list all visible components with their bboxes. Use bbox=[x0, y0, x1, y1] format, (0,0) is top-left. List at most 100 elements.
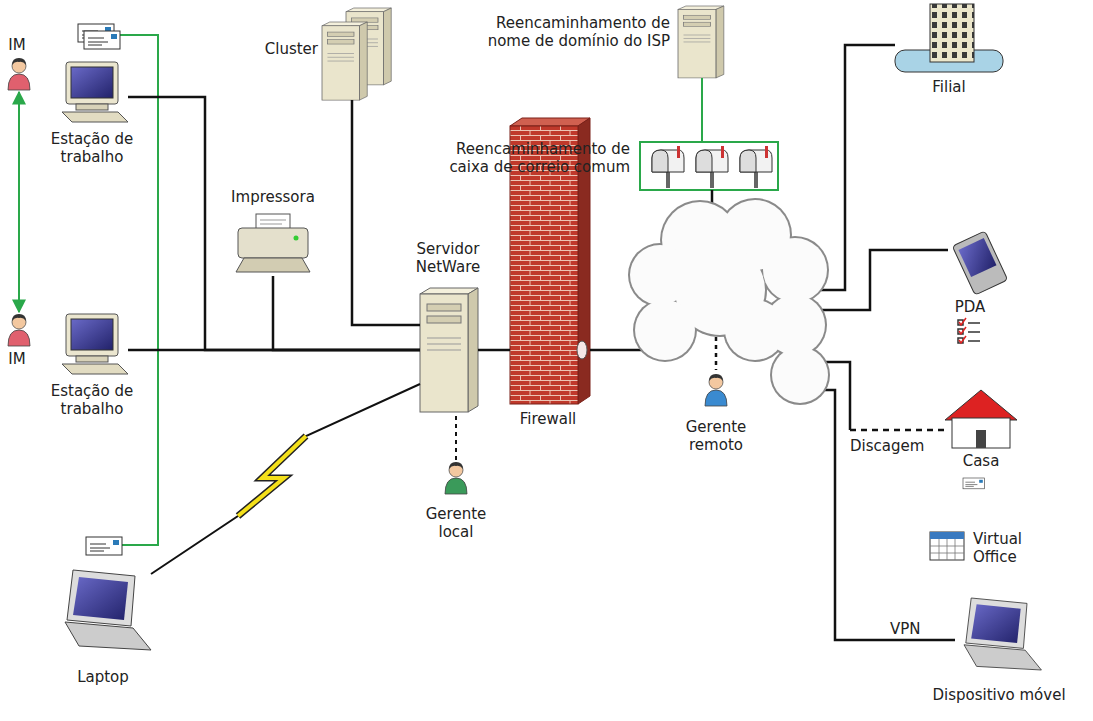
svg-use bbox=[740, 146, 772, 188]
svg-g bbox=[958, 318, 980, 343]
svg-path bbox=[959, 318, 966, 325]
svg-path bbox=[930, 539, 964, 560]
connector bbox=[273, 276, 420, 350]
svg-use bbox=[420, 288, 478, 412]
workstation: Estação de trabalho bbox=[58, 62, 128, 124]
connector bbox=[128, 97, 420, 350]
svg-g bbox=[952, 231, 1007, 295]
svg-use bbox=[963, 478, 985, 489]
svg-g bbox=[420, 288, 478, 412]
netware-server: Servidor NetWare bbox=[420, 288, 478, 412]
node-label: Dispositivo móvel bbox=[914, 686, 1084, 704]
connector-line bbox=[352, 100, 420, 325]
isp-server: Reencaminhamento de nome de domínio do I… bbox=[678, 6, 724, 78]
connector bbox=[352, 100, 420, 325]
svg-use bbox=[62, 314, 128, 374]
connector bbox=[456, 412, 457, 460]
svg-use bbox=[705, 374, 727, 406]
mailbox-group: Reencaminhamento de caixa de correio com… bbox=[640, 142, 778, 190]
connector-line bbox=[18, 92, 20, 312]
svg-circle bbox=[772, 347, 828, 403]
svg-use bbox=[678, 6, 724, 78]
connector-line bbox=[128, 97, 420, 350]
svg-g bbox=[590, 45, 955, 640]
branch-building: Filial bbox=[895, 4, 1003, 74]
connector-line bbox=[701, 78, 703, 142]
lightning-outline bbox=[238, 436, 306, 516]
annotation-label: Virtual Office bbox=[973, 530, 1053, 566]
svg-use bbox=[84, 31, 120, 49]
node-label: Gerente remoto bbox=[671, 418, 761, 454]
svg-use bbox=[696, 146, 728, 188]
node-label: Servidor NetWare bbox=[398, 240, 498, 276]
svg-rect bbox=[952, 418, 1010, 448]
connector-line bbox=[273, 276, 420, 350]
person-icon: IM bbox=[6, 312, 32, 348]
svg-g bbox=[628, 198, 830, 405]
svg-rect bbox=[640, 142, 778, 190]
svg-g bbox=[630, 200, 828, 403]
node-label: Casa bbox=[941, 452, 1021, 470]
svg-polyline bbox=[818, 45, 895, 290]
svg-use bbox=[445, 462, 467, 494]
node-label: Cluster bbox=[218, 40, 318, 58]
node-label: Estação de trabalho bbox=[42, 382, 142, 418]
connector bbox=[19, 92, 20, 312]
manager-icon: Gerente remoto bbox=[703, 372, 729, 408]
node-label: Reencaminhamento de caixa de correio com… bbox=[430, 140, 630, 176]
connector-line bbox=[478, 349, 510, 352]
svg-rect bbox=[952, 231, 1007, 295]
svg-polyline bbox=[819, 250, 948, 310]
node-label: IM bbox=[2, 350, 32, 368]
svg-g bbox=[964, 598, 1041, 670]
svg-rect bbox=[958, 238, 996, 277]
svg-use bbox=[86, 537, 122, 555]
node-label: Gerente local bbox=[411, 505, 501, 541]
node-label: IM bbox=[2, 36, 32, 54]
laptop: Laptop bbox=[55, 570, 151, 660]
annotation-label: VPN bbox=[890, 620, 940, 638]
svg-use bbox=[8, 314, 30, 346]
person-icon: IM bbox=[6, 56, 32, 92]
connector bbox=[478, 350, 510, 351]
svg-path bbox=[968, 340, 980, 342]
node-label: PDA bbox=[930, 298, 1010, 316]
svg-circle bbox=[294, 236, 299, 241]
svg-rect bbox=[930, 532, 964, 539]
node-label: Firewall bbox=[498, 410, 598, 428]
home: Casa bbox=[945, 390, 1017, 448]
printer: Impressora bbox=[234, 214, 312, 276]
mobile-device: Dispositivo móvel bbox=[955, 596, 1043, 680]
node-label: Estação de trabalho bbox=[42, 130, 142, 166]
svg-circle bbox=[770, 345, 830, 405]
node-label: Impressora bbox=[218, 188, 328, 206]
svg-polyline bbox=[850, 429, 945, 432]
svg-polygon bbox=[510, 118, 590, 126]
connector bbox=[702, 78, 703, 142]
svg-path bbox=[959, 336, 966, 343]
connector bbox=[151, 384, 420, 574]
connector-line bbox=[455, 412, 457, 460]
svg-g bbox=[236, 214, 310, 272]
svg-polyline bbox=[715, 337, 718, 370]
annotation-label: Discagem bbox=[850, 437, 950, 455]
svg-polygon bbox=[236, 258, 310, 272]
node-label: Laptop bbox=[53, 668, 153, 686]
svg-path bbox=[959, 327, 966, 334]
svg-path bbox=[968, 322, 980, 324]
svg-rect bbox=[976, 430, 986, 448]
node-label: Filial bbox=[909, 78, 989, 96]
manager-icon: Gerente local bbox=[443, 460, 469, 496]
svg-polyline bbox=[118, 35, 158, 545]
lightning-bolt bbox=[238, 436, 306, 516]
svg-g bbox=[678, 6, 724, 78]
svg-polygon bbox=[945, 390, 1017, 420]
svg-path bbox=[968, 331, 980, 333]
server-cluster: Cluster bbox=[322, 8, 392, 100]
svg-circle bbox=[635, 300, 695, 360]
pda: PDA bbox=[948, 232, 1012, 294]
